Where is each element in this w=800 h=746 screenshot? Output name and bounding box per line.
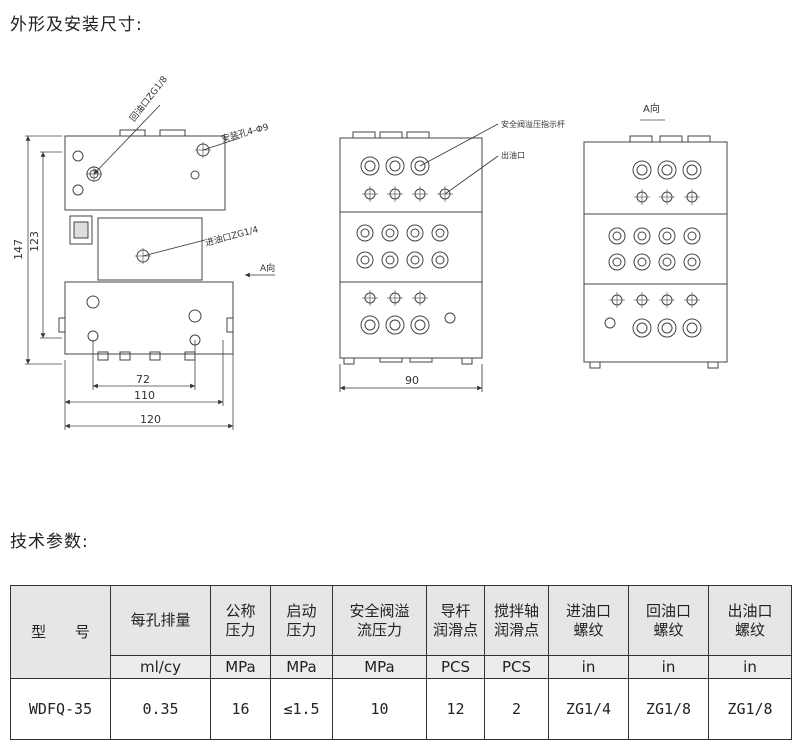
front-middle-block <box>339 211 483 283</box>
dim-110: 110 <box>134 389 155 402</box>
value-cell: 16 <box>210 678 271 740</box>
tech-params-heading: 技术参数: <box>10 532 89 552</box>
vertical-dims <box>25 135 62 365</box>
value-cell: ZG1/4 <box>548 678 629 740</box>
dimensions-heading: 外形及安装尺寸: <box>10 15 143 35</box>
front-bottom-valves <box>360 312 456 335</box>
spec-table: 型 号 每孔排量 公称压力 启动压力 安全阀溢流压力 导杆润滑点 搅拌轴润滑点 … <box>10 585 792 740</box>
unit-cell: MPa <box>270 655 333 679</box>
dim-72: 72 <box>136 373 150 386</box>
unit-cell: ml/cy <box>110 655 211 679</box>
value-cell-model: WDFQ-35 <box>10 678 111 740</box>
front-top-valves <box>360 156 430 176</box>
a-top-block <box>583 141 728 215</box>
front-ports <box>356 156 456 335</box>
side-top-block <box>64 135 226 211</box>
a-crosshairs <box>609 189 700 308</box>
front-mid-ports <box>356 224 449 269</box>
value-cell: ZG1/8 <box>628 678 709 740</box>
value-cell: ≤1.5 <box>270 678 333 740</box>
unit-cell: in <box>548 655 629 679</box>
front-leaders <box>339 123 499 392</box>
col-header-start-pressure: 启动压力 <box>270 585 333 656</box>
mount-hole-callout: 安装孔4-Φ9 <box>220 121 270 145</box>
outlet-port-callout: 出油口 <box>501 150 525 160</box>
dim-120: 120 <box>140 413 161 426</box>
value-cell: 12 <box>426 678 485 740</box>
col-header-agitator-points: 搅拌轴润滑点 <box>484 585 549 656</box>
col-header-displacement: 每孔排量 <box>110 585 211 656</box>
unit-cell: in <box>628 655 709 679</box>
a-view-arrow-label: A向 <box>260 262 275 274</box>
value-cell: ZG1/8 <box>708 678 792 740</box>
dim-147: 147 <box>12 239 25 260</box>
side-bottom-block <box>64 281 234 355</box>
value-cell: 0.35 <box>110 678 211 740</box>
unit-cell: PCS <box>426 655 485 679</box>
col-header-inlet-thread: 进油口螺纹 <box>548 585 629 656</box>
front-view <box>339 131 483 365</box>
side-leaders <box>93 104 275 278</box>
spec-header-row: 型 号 每孔排量 公称压力 启动压力 安全阀溢流压力 导杆润滑点 搅拌轴润滑点 … <box>10 585 792 679</box>
a-view <box>583 135 728 369</box>
horizontal-dims <box>64 340 234 430</box>
dim-123: 123 <box>28 231 41 252</box>
unit-cell: PCS <box>484 655 549 679</box>
col-header-outlet-thread: 出油口螺纹 <box>708 585 792 656</box>
value-cell: 10 <box>332 678 427 740</box>
unit-cell: in <box>708 655 792 679</box>
col-header-nominal-pressure: 公称压力 <box>210 585 271 656</box>
return-port-callout: 回油口ZG1/8 <box>127 73 170 124</box>
inlet-port-callout: 进油口ZG1/4 <box>204 223 260 249</box>
unit-cell: MPa <box>332 655 427 679</box>
front-top-block <box>339 137 483 213</box>
col-header-model: 型 号 <box>10 585 111 679</box>
dim-90: 90 <box>405 374 419 387</box>
a-bottom-block <box>583 283 728 363</box>
value-cell: 2 <box>484 678 549 740</box>
unit-cell: MPa <box>210 655 271 679</box>
side-middle-block <box>97 217 203 281</box>
safety-valve-pin-callout: 安全阀溢压指示杆 <box>501 119 565 129</box>
table-row: WDFQ-35 0.35 16 ≤1.5 10 12 2 ZG1/4 ZG1/8… <box>10 678 792 740</box>
a-view-title: A向 <box>643 102 660 115</box>
col-header-guide-points: 导杆润滑点 <box>426 585 485 656</box>
spec-unit-row: ml/cy MPa MPa MPa PCS PCS in in in <box>11 655 792 679</box>
col-header-relief-pressure: 安全阀溢流压力 <box>332 585 427 656</box>
side-fitting <box>69 215 93 245</box>
side-center-marks <box>86 142 211 264</box>
col-header-return-thread: 回油口螺纹 <box>628 585 709 656</box>
front-bottom-block <box>339 281 483 359</box>
a-middle-block <box>583 213 728 285</box>
outline-drawing: 回油口ZG1/8 安装孔4-Φ9 进油口ZG1/4 A向 147 123 72 … <box>12 73 728 430</box>
front-crosshairs <box>362 186 453 306</box>
